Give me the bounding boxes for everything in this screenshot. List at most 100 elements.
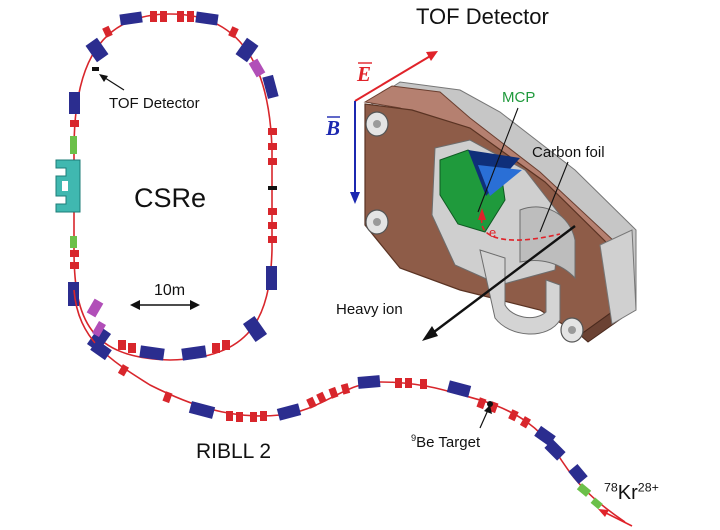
tof-detector-marker [92,67,99,71]
dipole-magnet [568,464,588,484]
kicker-magnet [86,298,104,318]
beam-charge-state: 28+ [637,480,659,495]
beamline-label: RIBLL 2 [196,440,272,463]
detector-bracket [479,249,561,335]
beamline-kicker [92,320,106,338]
ring-name-label: CSRe [134,183,207,213]
dipole-magnet [86,325,112,353]
b-field-label: B [326,116,341,140]
quadrupole [476,397,487,410]
quadrupole [328,386,339,399]
ring-tof-label: TOF Detector [109,95,200,112]
carbon-foil-label: Carbon foil [532,144,605,161]
heavy-ion-track [422,225,576,341]
dipole-magnet [195,11,219,26]
quadrupole [70,262,79,269]
dipole-magnet [534,425,556,447]
quadrupole [177,11,184,22]
carbon-foil-plate [519,206,576,280]
dipole-magnet [446,380,472,398]
ring-dipoles [68,11,279,361]
quadrupole [268,222,277,229]
quadrupole [268,158,277,165]
quadrupole [160,11,167,22]
ring-orbit [73,13,273,361]
quadrupole [519,416,531,429]
dipole-magnet [69,92,80,114]
tof-pointer-arrow [99,74,125,91]
dipole-magnet [262,74,279,99]
cyan-septum-device [55,159,81,213]
beam-element: Kr [617,482,638,504]
injection-element [70,236,77,248]
quadrupole [268,128,277,135]
beamline-quadrupoles [117,364,531,429]
quadrupole [102,25,113,38]
heavy-ion-label: Heavy ion [336,301,403,318]
injection-element [576,483,592,497]
dipole-magnet [242,315,268,343]
dipole-magnet [85,37,109,63]
csre-ring [55,11,279,361]
quadrupole [260,411,267,421]
quadrupole [118,340,126,350]
target-pointer-arrow [479,405,492,429]
dipole-magnet [266,266,277,290]
beam-injection-arrow [598,509,633,527]
e-field-label: E [357,62,372,86]
dipole-magnet [188,401,216,419]
scale-bar-arrow [130,300,200,310]
quadrupole [150,11,157,22]
beam-mass-number: 78 [604,480,618,495]
quadrupole [316,391,327,404]
quadrupole [212,343,220,353]
quadrupole [70,120,79,127]
tof-detector-3d [327,51,637,343]
quadrupole [395,378,402,388]
dipole-magnet [276,403,302,421]
quadrupole [268,208,277,215]
quadrupole [250,412,257,422]
ring-quadrupoles [70,11,277,353]
be-target-marker [487,401,493,407]
target-name: Be Target [416,434,481,451]
mcp-anode-triangle [478,165,522,196]
quadrupole [228,26,239,39]
quadrupole [187,11,194,22]
quadrupole [268,143,277,150]
quadrupole [162,391,173,404]
carbon-foil-leader [539,161,569,233]
quadrupole [405,378,412,388]
mcp-label: MCP [502,89,536,106]
kicker-magnet [248,58,266,78]
electron-path [480,217,561,241]
dipole-magnet [544,439,566,461]
beamline-dipoles [90,339,588,484]
quadrupole [128,343,136,353]
dipole-magnet [181,345,207,361]
target-mass-number: 9 [411,433,417,443]
dipole-magnet [119,11,143,26]
injection-element [70,136,77,154]
ribll2-beamline [73,289,633,527]
quadrupole [222,340,230,350]
dipole-magnet [235,37,259,63]
beam-ion-label: 78Kr28+ [604,480,659,505]
quadrupole [306,396,317,409]
e-field-vector [354,51,438,102]
be-target-label: 9Be Target [411,433,481,451]
electron-label: e [489,225,497,240]
dipole-magnet [357,375,381,389]
dipole-magnet [139,345,165,361]
tof-panel-title: TOF Detector [416,4,549,29]
quadrupole [117,364,129,377]
quadrupole [268,236,277,243]
quadrupole [420,379,427,389]
dipole-magnet [90,339,112,361]
dipole-magnet [68,282,79,306]
scale-bar-label: 10m [154,282,186,299]
b-field-vector [327,101,360,204]
ring-marker [268,186,277,190]
quadrupole [508,409,519,422]
quadrupole [226,411,233,421]
